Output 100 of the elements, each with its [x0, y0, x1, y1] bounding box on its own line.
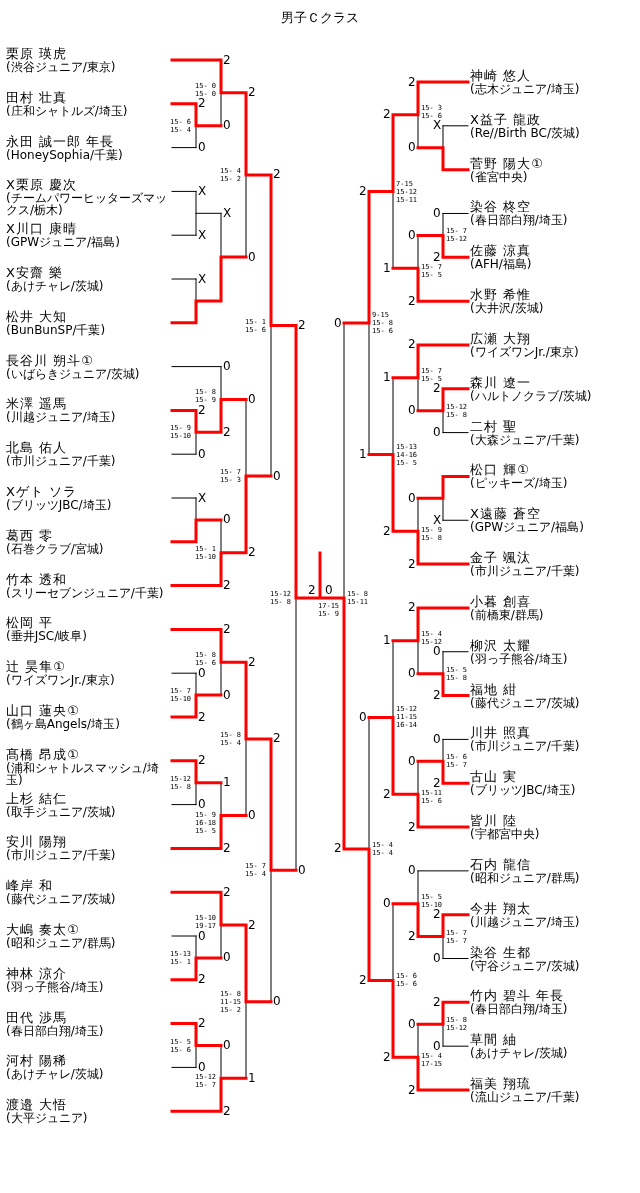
title: 男子Ｃクラス	[281, 10, 359, 26]
result-mark: 2	[198, 711, 206, 723]
player-name: 葛西 零	[6, 526, 54, 543]
club-name: (春日部白翔/埼玉)	[6, 1024, 105, 1037]
result-mark: 2	[408, 931, 416, 943]
player-name: 大嶋 奏太①	[6, 921, 80, 937]
result-mark: 1	[223, 777, 231, 789]
result-mark: 2	[308, 584, 316, 596]
club-name: (あけチャレ/茨城)	[6, 280, 105, 292]
result-mark: 2	[248, 656, 256, 668]
player-name: 松口 輝①	[470, 461, 530, 478]
result-mark: 0	[408, 755, 416, 767]
club-name: (あけチャレ/茨城)	[6, 1068, 105, 1081]
club-name: (川越ジュニア/埼玉)	[470, 915, 581, 928]
result-mark: 2	[383, 109, 391, 121]
result-mark: 2	[408, 558, 416, 570]
result-mark: 0	[408, 405, 416, 417]
result-mark: 0	[248, 393, 256, 405]
result-mark: 2	[433, 909, 441, 921]
club-name: (市川ジュニア/千葉)	[6, 849, 117, 862]
player-name: 森川 遼一	[470, 373, 532, 390]
result-mark: 2	[248, 87, 256, 99]
player-name: 菅野 陽大①	[470, 154, 544, 171]
player-name: 石内 龍信	[470, 855, 532, 872]
club-name: (春日部白翔/埼玉)	[470, 214, 569, 227]
player-name: 草間 紬	[470, 1031, 518, 1048]
result-mark: 0	[223, 1040, 231, 1051]
result-mark: 0	[273, 996, 281, 1008]
club-name: (取手ジュニア/茨城)	[6, 805, 117, 818]
result-mark: 0	[223, 361, 231, 373]
club-name: (市川ジュニア/千葉)	[6, 455, 117, 468]
result-mark: 0	[433, 953, 441, 964]
club-name: (チームパワーヒッターズマックス/栃木)	[6, 192, 168, 217]
result-mark: 1	[383, 262, 391, 274]
result-mark: 2	[198, 404, 206, 416]
club-name: (GPWジュニア/福島)	[470, 521, 585, 534]
club-name: (ワイズワンJr./東京)	[470, 345, 580, 358]
result-mark: 2	[223, 842, 231, 854]
club-name: (BunBunSP/千葉)	[6, 323, 107, 336]
result-mark: 0	[433, 427, 441, 439]
result-mark: 2	[359, 186, 367, 198]
result-mark: 1	[248, 1072, 256, 1084]
player-name: 竹本 透和	[6, 570, 68, 587]
club-name: (市川ジュニア/千葉)	[470, 740, 581, 753]
result-mark: 2	[334, 843, 342, 855]
result-mark: 2	[408, 295, 416, 307]
result-mark: 0	[433, 733, 441, 745]
club-name: (石巻クラブ/宮城)	[6, 542, 105, 555]
player-name: 染谷 生都	[470, 943, 532, 960]
player-name: 川井 照真	[470, 724, 532, 741]
club-name: (鶴ヶ島Angels/埼玉)	[6, 718, 121, 730]
result-mark: X	[198, 273, 207, 285]
result-mark: 0	[198, 667, 206, 679]
player-name: 田村 壮真	[6, 88, 68, 105]
club-name: (大井沢/茨城)	[470, 302, 545, 315]
player-name: 竹内 碧斗 年長	[470, 987, 565, 1004]
player-name: 今井 翔太	[470, 899, 532, 916]
result-mark: 2	[408, 339, 416, 351]
club-name: (スリーセブンジュニア/千葉)	[6, 586, 165, 599]
club-name: (雀宮中央)	[470, 170, 528, 183]
player-name: Xゲト ソラ	[6, 483, 78, 499]
club-name: (志木ジュニア/埼玉)	[470, 83, 581, 95]
player-name: X安齋 樂	[6, 264, 64, 280]
player-name: 金子 颯汰	[470, 549, 532, 566]
player-name: 北島 佑人	[6, 439, 68, 456]
player-name: X栗原 慶次	[6, 176, 78, 193]
player-name: 田代 渉馬	[6, 1008, 68, 1025]
result-mark: 2	[273, 733, 281, 745]
result-mark: 0	[298, 864, 306, 876]
club-name: (あけチャレ/茨城)	[470, 1047, 569, 1060]
result-mark: 2	[223, 54, 231, 66]
club-name: (渋谷ジュニア/東京)	[6, 61, 117, 73]
result-mark: 1	[383, 635, 391, 647]
result-mark: 2	[223, 1105, 231, 1117]
player-name: 辻 昊隼①	[6, 658, 66, 675]
result-mark: 2	[408, 821, 416, 833]
club-name: (春日部白翔/埼玉)	[470, 1003, 569, 1016]
club-name: (庄和シャトルズ/埼玉)	[6, 104, 129, 117]
result-mark: 2	[433, 996, 441, 1008]
result-mark: 2	[408, 602, 416, 614]
result-mark: 2	[433, 251, 441, 263]
player-name: 安川 陽翔	[6, 833, 68, 850]
result-mark: X	[198, 492, 207, 504]
result-mark: X	[433, 514, 442, 526]
result-mark: 0	[198, 1061, 206, 1073]
player-name: X川口 康晴	[6, 220, 78, 237]
player-name: 上杉 結仁	[6, 789, 68, 806]
club-name: (大平ジュニア)	[6, 1112, 89, 1125]
result-mark: 0	[248, 251, 256, 263]
result-mark: 0	[408, 668, 416, 680]
result-mark: 2	[298, 320, 306, 332]
club-name: (流山ジュニア/千葉)	[470, 1091, 581, 1103]
club-name: (ブリッツJBC/埼玉)	[470, 784, 577, 797]
result-mark: 0	[198, 930, 206, 942]
result-mark: 0	[359, 711, 367, 723]
player-name: 皆川 陸	[470, 812, 518, 829]
player-name: 長谷川 朔斗①	[6, 351, 94, 368]
result-mark: 0	[273, 470, 281, 482]
player-name: 永田 誠一郎 年長	[6, 132, 115, 149]
player-name: 河村 陽稀	[6, 1052, 68, 1069]
